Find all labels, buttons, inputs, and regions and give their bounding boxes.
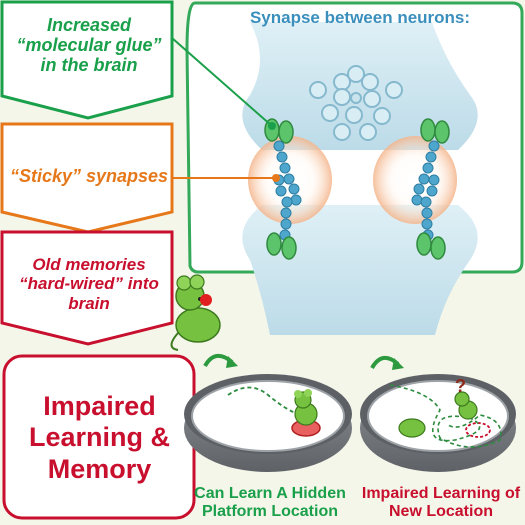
caption-can-learn: Can Learn A Hidden Platform Location [194, 485, 346, 520]
swim-path-right [389, 384, 502, 448]
callout-sticky-synapses: “Sticky” synapses [9, 165, 169, 186]
sticky-glow-right [373, 136, 457, 224]
synaptic-vesicles [309, 65, 403, 141]
presynaptic-neuron [242, 22, 478, 150]
mouse-icon [170, 274, 221, 351]
callout-box-green [0, 0, 174, 120]
water-maze-right: ? [360, 356, 516, 472]
water-maze-left [184, 354, 352, 472]
postsynaptic-neuron [242, 205, 478, 335]
callout-hard-wired: Old memories “hard-wired” into brain [19, 255, 159, 313]
glue-pointer-line [171, 37, 273, 127]
caption-impaired-learning: Impaired Learning of New Location [361, 485, 521, 520]
old-platform [398, 418, 426, 438]
synapse-title: Synapse between neurons: [249, 8, 471, 27]
callout-box-orange [0, 122, 174, 234]
callout-molecular-glue: Increased “molecular glue” in the brain [16, 14, 162, 76]
outcome-text: Impaired Learning & Memory [28, 391, 170, 484]
question-mark: ? [455, 376, 466, 396]
swim-path-left [227, 386, 301, 416]
callout-box-red [0, 230, 174, 346]
adhesion-molecule-right [411, 118, 450, 260]
